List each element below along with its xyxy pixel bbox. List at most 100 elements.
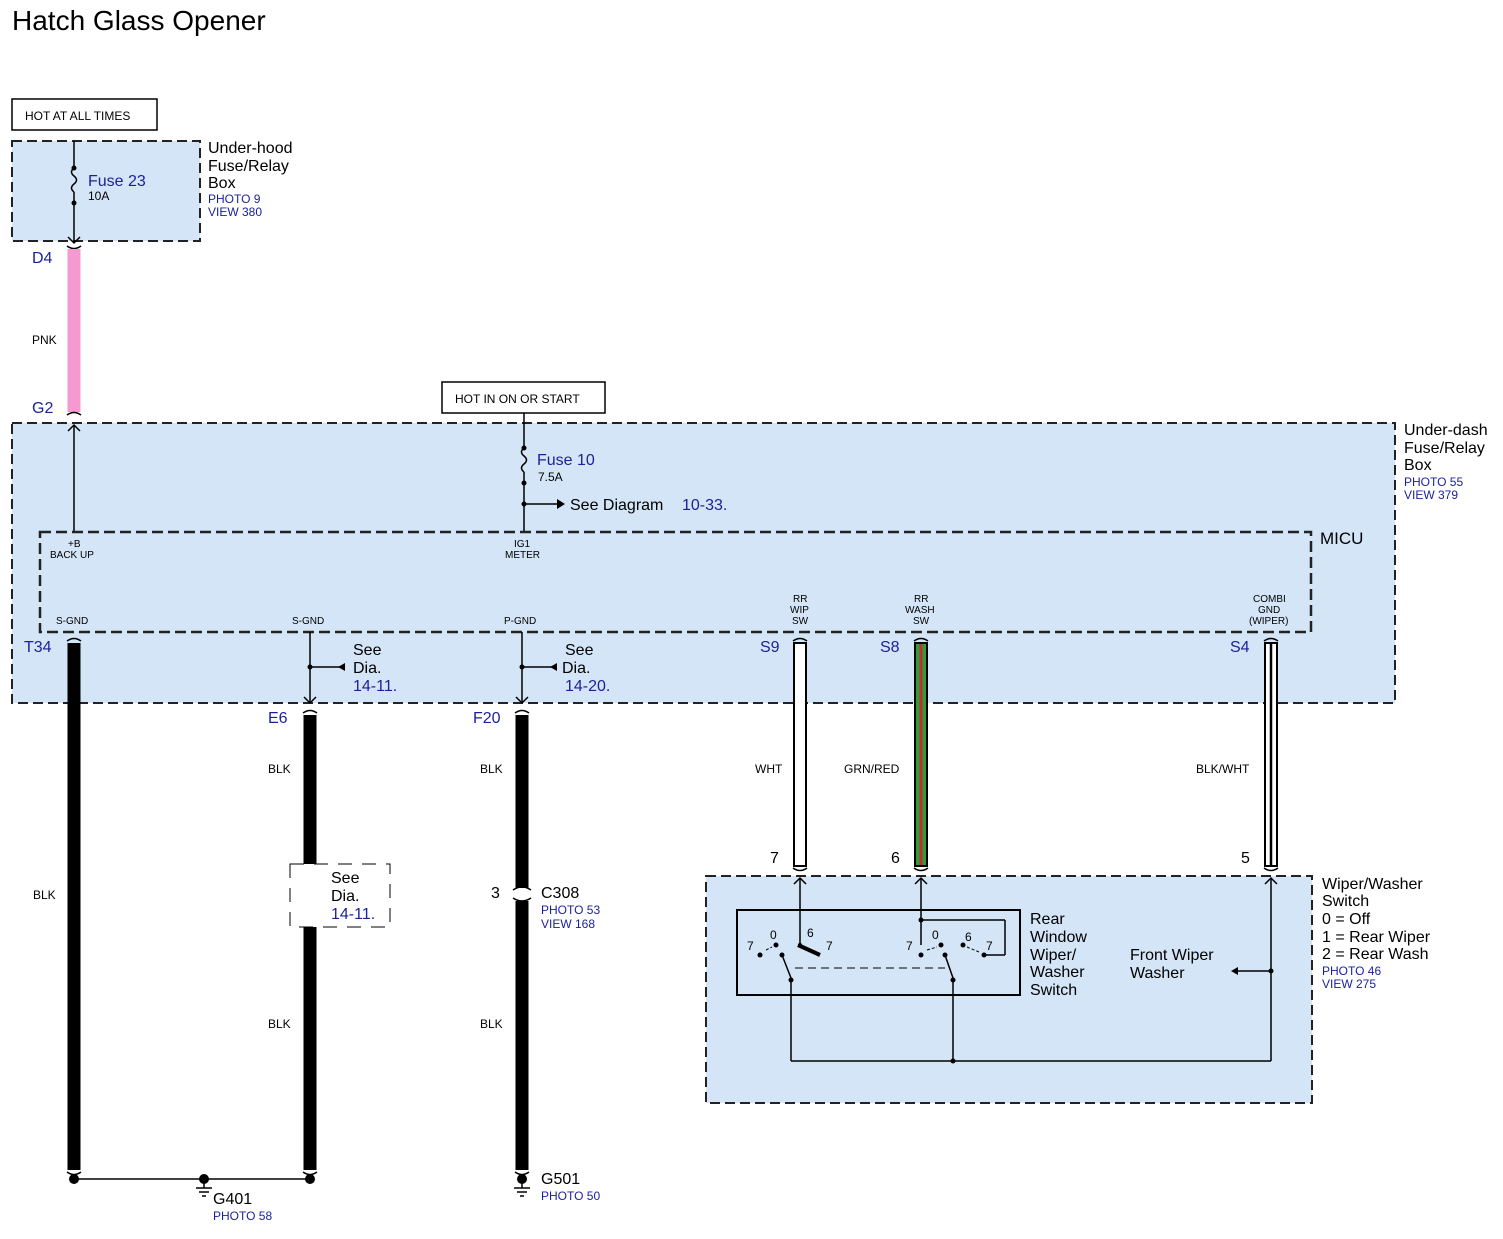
see-dia-splice-ref: 14-11. xyxy=(331,906,375,923)
micu-rrwip-1: RR xyxy=(793,594,807,605)
switch-pos-7a: 7 xyxy=(747,939,754,953)
pin-switch-5: 5 xyxy=(1241,850,1250,867)
fuse-23-symbol xyxy=(70,167,78,193)
underdash-view: VIEW 379 xyxy=(1404,488,1458,502)
g401-photo: PHOTO 58 xyxy=(213,1209,272,1223)
switch-pos-0a: 0 xyxy=(770,928,777,942)
rear-switch-name-5: Switch xyxy=(1030,982,1077,999)
underhood-name-2: Fuse/Relay xyxy=(208,158,289,175)
see-dia-f20-dia: Dia. xyxy=(562,660,590,677)
switch-pos-7b: 7 xyxy=(826,939,833,953)
micu-rrwash-1: RR xyxy=(914,594,928,605)
hot-at-all-times-box xyxy=(11,98,158,131)
fuse-10-label: Fuse 10 xyxy=(537,452,595,469)
pin-c308-3: 3 xyxy=(491,885,500,902)
switch-name-2: Switch xyxy=(1322,893,1369,910)
front-wiper-label-1: Front Wiper xyxy=(1130,947,1214,964)
underdash-name-2: Fuse/Relay xyxy=(1404,440,1485,457)
front-wiper-arrow-icon xyxy=(1231,967,1238,975)
pin-e6: E6 xyxy=(268,710,288,727)
underhood-fuse-box xyxy=(11,140,201,242)
c308-connector-bottom xyxy=(512,897,532,902)
c308-connector-top xyxy=(512,886,532,891)
switch-photo: PHOTO 46 xyxy=(1322,964,1381,978)
wire-label-blk-e6-bot: BLK xyxy=(268,1017,291,1031)
diagram-title: Hatch Glass Opener xyxy=(12,5,266,36)
switch-pos-6a: 6 xyxy=(807,926,814,940)
micu-pgnd: P-GND xyxy=(504,616,536,627)
rear-switch-name-1: Rear xyxy=(1030,911,1065,928)
see-dia-e6-see: See xyxy=(353,642,382,659)
see-dia-e6-dia: Dia. xyxy=(353,660,381,677)
underdash-fuse-box xyxy=(11,422,1396,704)
switch-pos-7c: 7 xyxy=(906,939,913,953)
underhood-view: VIEW 380 xyxy=(208,205,262,219)
see-dia-splice-dia: Dia. xyxy=(331,888,359,905)
pin-g2: G2 xyxy=(32,400,53,417)
wht-wire xyxy=(793,642,807,867)
micu-rrwip-3: SW xyxy=(792,616,809,627)
see-diagram-ref: 10-33. xyxy=(682,497,727,514)
underdash-name-1: Under-dash xyxy=(1404,422,1488,439)
hot-at-all-times-label: HOT AT ALL TIMES xyxy=(25,109,130,123)
micu-meter-label: METER xyxy=(505,550,540,561)
rear-switch-name-4: Washer xyxy=(1030,964,1085,981)
pin-s9: S9 xyxy=(760,639,780,656)
wire-label-blk-f20-top: BLK xyxy=(480,762,503,776)
micu-backup-label: BACK UP xyxy=(50,550,94,561)
pin-switch-7: 7 xyxy=(770,850,779,867)
micu-ig1-label: IG1 xyxy=(514,539,531,550)
rear-window-switch-box xyxy=(736,909,1021,996)
micu-rrwash-3: SW xyxy=(913,616,930,627)
c308-label: C308 xyxy=(541,885,579,902)
underhood-photo: PHOTO 9 xyxy=(208,192,261,206)
wire-label-blk-f20-bot: BLK xyxy=(480,1017,503,1031)
hot-in-on-label: HOT IN ON OR START xyxy=(455,392,580,406)
wiper-washer-switch-box xyxy=(705,875,1313,1104)
micu-combi-1: COMBI xyxy=(1253,594,1286,605)
micu-name: MICU xyxy=(1320,529,1363,548)
pin-s8: S8 xyxy=(880,639,900,656)
c308-view: VIEW 168 xyxy=(541,917,595,931)
switch-state-1: 1 = Rear Wiper xyxy=(1322,929,1431,946)
wire-label-blk-e6-top: BLK xyxy=(268,762,291,776)
fuse-23-rating: 10A xyxy=(88,189,109,203)
switch-pos-7d: 7 xyxy=(986,939,993,953)
rear-switch-name-2: Window xyxy=(1030,929,1087,946)
micu-b-label: +B xyxy=(68,539,81,550)
switch-name-1: Wiper/Washer xyxy=(1322,876,1423,893)
splice-note-box xyxy=(289,863,391,928)
underdash-name-3: Box xyxy=(1404,457,1432,474)
switch-pos-6b: 6 xyxy=(965,930,972,944)
g501-label: G501 xyxy=(541,1171,580,1188)
front-wiper-label-2: Washer xyxy=(1130,965,1185,982)
see-dia-e6-ref: 14-11. xyxy=(353,678,397,695)
see-dia-splice-see: See xyxy=(331,870,360,887)
see-dia-f20-see: See xyxy=(565,642,594,659)
switch-pos-0b: 0 xyxy=(932,928,939,942)
micu-rrwip-2: WIP xyxy=(790,605,809,616)
see-diagram-text: See Diagram xyxy=(570,497,663,514)
c308-photo: PHOTO 53 xyxy=(541,903,600,917)
switch-state-2: 2 = Rear Wash xyxy=(1322,946,1429,963)
pin-t34: T34 xyxy=(24,639,52,656)
wire-label-grnred: GRN/RED xyxy=(844,762,900,776)
g401-label: G401 xyxy=(213,1191,252,1208)
switch-state-0: 0 = Off xyxy=(1322,911,1371,928)
underdash-photo: PHOTO 55 xyxy=(1404,475,1463,489)
pin-s4: S4 xyxy=(1230,639,1250,656)
g501-photo: PHOTO 50 xyxy=(541,1189,600,1203)
fuse-23-label: Fuse 23 xyxy=(88,173,146,190)
micu-sgnd1: S-GND xyxy=(56,616,88,627)
wire-label-blk-t34: BLK xyxy=(33,888,56,902)
wire-label-blkwht: BLK/WHT xyxy=(1196,762,1250,776)
wire-label-pnk: PNK xyxy=(32,333,57,347)
switch-view: VIEW 275 xyxy=(1322,977,1376,991)
fuse-10-symbol xyxy=(520,447,528,473)
micu-rrwash-2: WASH xyxy=(905,605,935,616)
micu-sgnd2: S-GND xyxy=(292,616,324,627)
underhood-name-3: Box xyxy=(208,175,236,192)
rear-switch-name-3: Wiper/ xyxy=(1030,947,1077,964)
micu-box xyxy=(38,530,1313,634)
